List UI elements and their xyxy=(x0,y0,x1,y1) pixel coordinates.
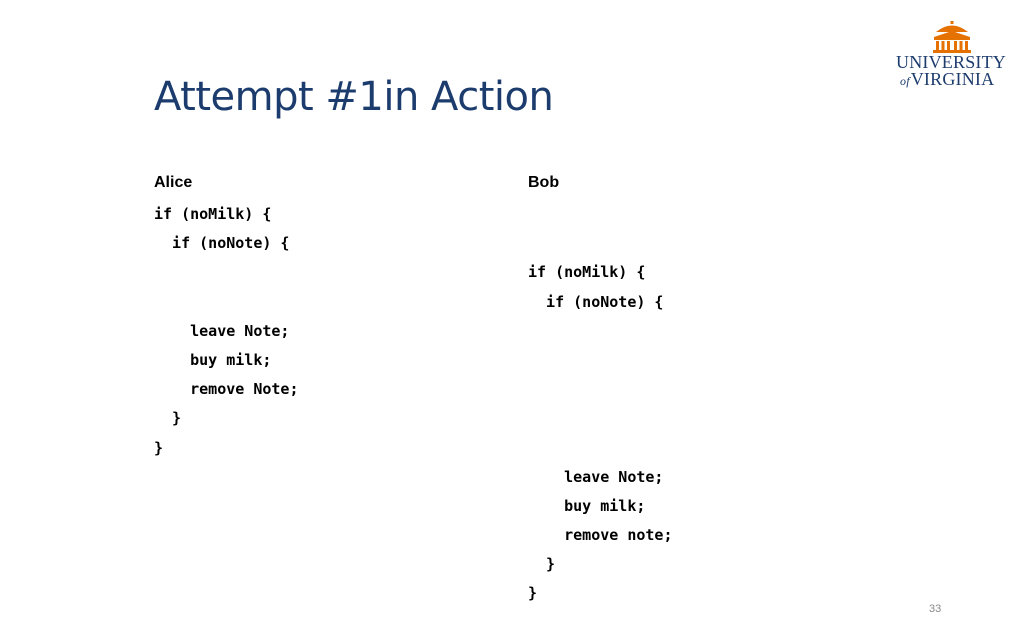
bob-code-line xyxy=(528,229,673,258)
alice-code-line: remove Note; xyxy=(154,380,299,399)
bob-code-line: if (noMilk) { xyxy=(528,263,646,282)
bob-code-line xyxy=(528,200,673,229)
bob-code-line: } xyxy=(528,584,538,603)
alice-code-line: leave Note; xyxy=(154,321,290,340)
alice-code-line: buy milk; xyxy=(154,350,272,369)
bob-code-line: remove note; xyxy=(528,526,673,545)
rotunda-icon xyxy=(933,21,971,53)
alice-column: Alice if (noMilk) { if (noNote) { leave … xyxy=(154,171,299,463)
alice-heading: Alice xyxy=(154,174,193,191)
bob-code-line xyxy=(528,434,673,463)
logo-virginia-line: ofVIRGINIA xyxy=(900,69,994,90)
logo-virginia-text: VIRGINIA xyxy=(910,69,995,89)
bob-code-line xyxy=(528,375,673,404)
page-number: 33 xyxy=(929,603,942,615)
alice-code-line: } xyxy=(154,409,182,428)
university-logo: UNIVERSITY ofVIRGINIA xyxy=(896,20,1010,90)
bob-code-line xyxy=(528,404,673,433)
alice-code-line: if (noMilk) { xyxy=(154,205,272,223)
bob-code-line xyxy=(528,346,673,375)
logo-university-text: UNIVERSITY xyxy=(896,52,1006,72)
logo-of-text: of xyxy=(900,74,910,88)
bob-code-line xyxy=(528,317,673,346)
alice-code-line: } xyxy=(154,438,164,457)
bob-heading: Bob xyxy=(528,174,560,191)
slide-title: Attempt #1in Action xyxy=(154,74,554,120)
bob-column: Bob if (noMilk) { if (noNote) { leave No… xyxy=(528,171,673,609)
alice-code-line xyxy=(154,258,299,287)
bob-code-line: buy milk; xyxy=(528,496,646,515)
bob-code-line: leave Note; xyxy=(528,467,664,486)
alice-code-line xyxy=(154,288,299,317)
bob-code-line: if (noNote) { xyxy=(528,292,664,311)
alice-code-line: if (noNote) { xyxy=(154,234,290,253)
bob-code-line: } xyxy=(528,555,556,574)
